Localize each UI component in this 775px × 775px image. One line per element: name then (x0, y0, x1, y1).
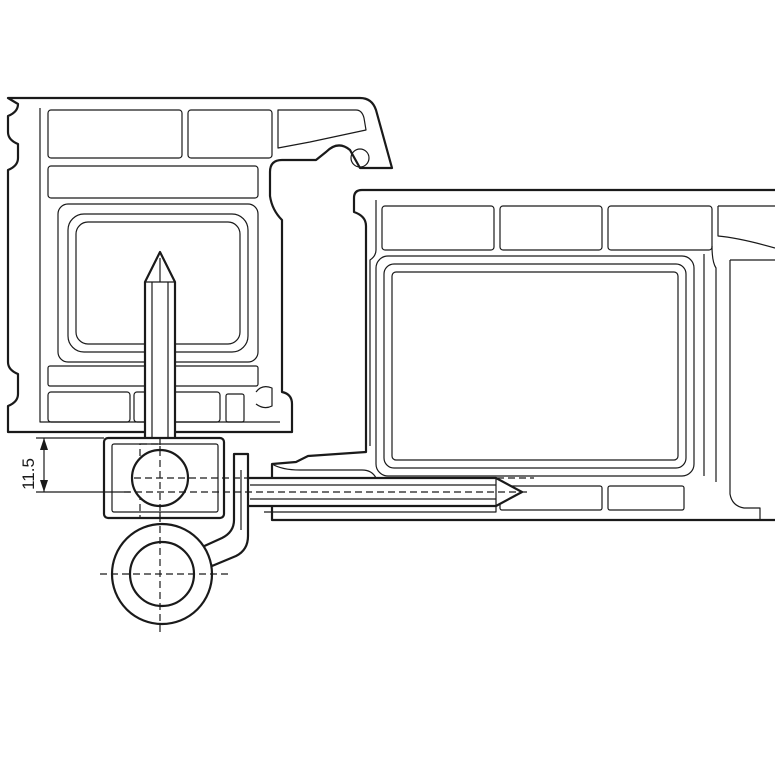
dimension-11-5: 11.5 (19, 437, 130, 493)
center-lines (100, 438, 534, 632)
vertical-screw (143, 250, 177, 442)
dimension-label: 11.5 (19, 458, 38, 490)
sash-profile (264, 188, 775, 522)
frame-profile (6, 96, 394, 434)
